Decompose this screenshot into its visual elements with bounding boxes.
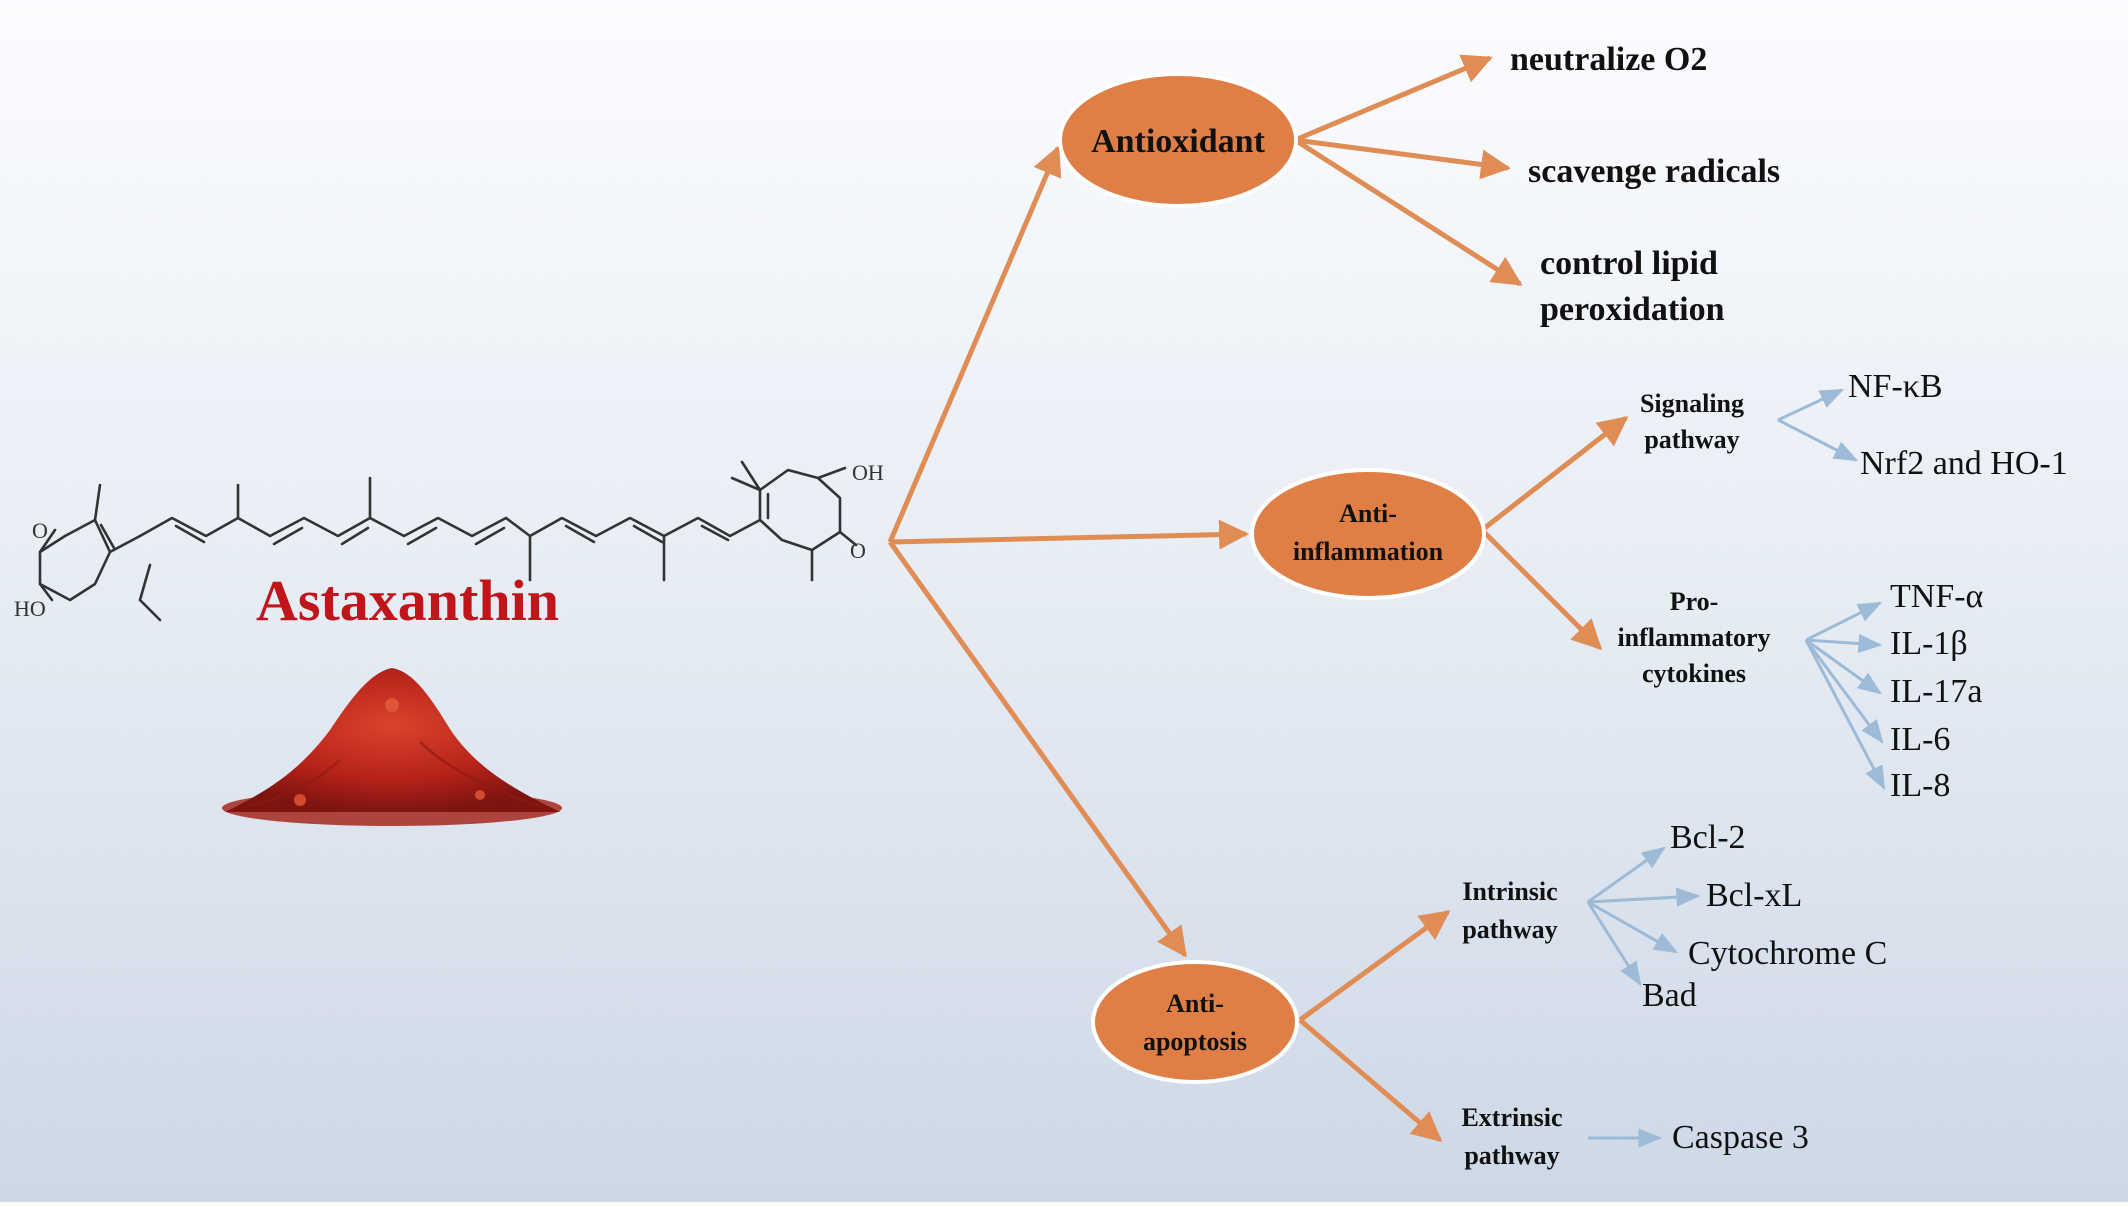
cytokines-line3: cytokines: [1642, 659, 1746, 688]
target-caspase-3: Caspase 3: [1672, 1119, 1809, 1156]
anti-apoptosis-label-line1: Anti-: [1166, 989, 1224, 1018]
signaling-arrows: [1777, 388, 1859, 462]
extrinsic-pathway-line2: pathway: [1464, 1141, 1559, 1170]
antioxidant-label: Antioxidant: [1091, 123, 1265, 160]
intrinsic-pathway-line2: pathway: [1462, 915, 1557, 944]
signaling-pathway-line1: Signaling: [1640, 389, 1744, 418]
target-nrf2-ho1: Nrf2 and HO-1: [1860, 445, 2068, 482]
target-il-6: IL-6: [1890, 721, 1950, 758]
node-antioxidant[interactable]: Antioxidant: [1058, 72, 1298, 208]
anti-apoptosis-label-line2: apoptosis: [1143, 1027, 1247, 1056]
effect-neutralize-o2: neutralize O2: [1510, 41, 1707, 78]
target-il-8: IL-8: [1890, 767, 1950, 804]
target-il-17a: IL-17a: [1890, 673, 1983, 710]
arrow-to-anti-apoptosis: [887, 540, 1188, 958]
astaxanthin-title: Astaxanthin: [256, 568, 559, 633]
cytokines-line2: inflammatory: [1617, 623, 1770, 652]
effect-control-lipid: control lipid: [1540, 245, 1718, 282]
o-group-left: O: [32, 518, 48, 543]
arrow-to-anti-inflammation: [889, 519, 1249, 550]
effect-scavenge-radicals: scavenge radicals: [1528, 153, 1780, 190]
node-anti-inflammation[interactable]: Anti- inflammation: [1250, 468, 1486, 600]
intrinsic-arrows: [1586, 846, 1701, 987]
intrinsic-pathway-line1: Intrinsic: [1462, 877, 1557, 906]
target-bcl-2: Bcl-2: [1670, 819, 1746, 856]
astaxanthin-powder-image: [222, 668, 562, 826]
o-group-right: O: [850, 538, 866, 563]
ho-group-left: HO: [14, 596, 46, 621]
cytokines-line1: Pro-: [1670, 587, 1719, 616]
effect-peroxidation: peroxidation: [1540, 291, 1725, 328]
node-anti-apoptosis[interactable]: Anti- apoptosis: [1091, 960, 1299, 1084]
oh-group-right: OH: [852, 460, 884, 485]
target-il-1b: IL-1β: [1890, 625, 1968, 662]
target-bcl-xl: Bcl-xL: [1706, 877, 1802, 914]
extrinsic-pathway-line1: Extrinsic: [1461, 1103, 1562, 1132]
target-bad: Bad: [1642, 977, 1697, 1014]
anti-inflammation-label-line1: Anti-: [1339, 499, 1397, 528]
arrow-to-antioxidant: [887, 145, 1062, 543]
target-cytochrome-c: Cytochrome C: [1688, 935, 1887, 972]
main-arrows: [887, 54, 1629, 1142]
target-nf-kb: NF-κB: [1848, 368, 1943, 405]
astaxanthin-structure: [38, 460, 858, 622]
signaling-pathway-line2: pathway: [1644, 425, 1739, 454]
cytokine-arrows: [1804, 601, 1886, 791]
anti-inflammation-label-line2: inflammation: [1293, 537, 1444, 566]
target-tnf-alpha: TNF-α: [1890, 578, 1984, 615]
